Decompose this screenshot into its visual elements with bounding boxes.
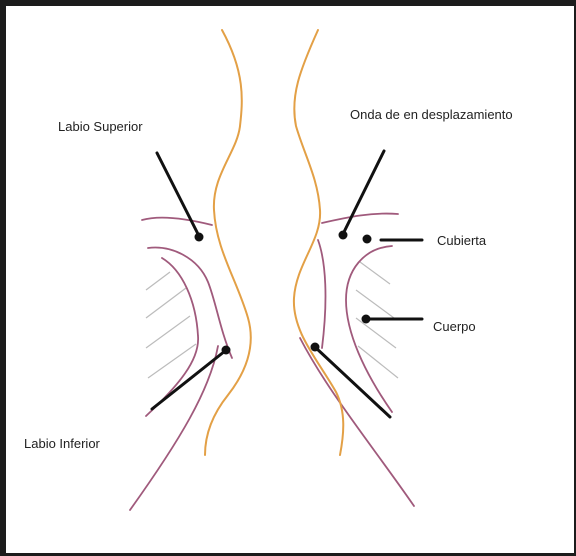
label-body: Cuerpo [433, 319, 476, 335]
label-wave: Onda de en desplazamiento [350, 107, 513, 123]
left-cover-line [205, 30, 251, 455]
left-lower-flare [130, 346, 218, 510]
dot-wave [339, 231, 348, 240]
pointer-lines [152, 151, 422, 417]
body-lines [130, 214, 414, 510]
dot-cover [363, 235, 372, 244]
cover-lines [205, 30, 343, 455]
dot-upper-lip [195, 233, 204, 242]
label-upper-lip: Labio Superior [58, 119, 143, 135]
dot-lower-lip [222, 346, 231, 355]
right-inner-wall [346, 246, 392, 412]
pointer-lower-lip [152, 351, 225, 409]
dot-body [362, 315, 371, 324]
right-upper-surface [322, 214, 398, 223]
label-lower-lip: Labio Inferior [24, 436, 100, 452]
left-upper-surface [142, 218, 212, 225]
dot-lower-right [311, 343, 320, 352]
right-fold-contour [318, 240, 325, 348]
label-cover: Cubierta [437, 233, 486, 249]
pointer-upper-lip [157, 153, 199, 236]
left-fold-contour [148, 248, 232, 358]
pointer-wave [343, 151, 384, 234]
hatch-left [146, 272, 196, 378]
